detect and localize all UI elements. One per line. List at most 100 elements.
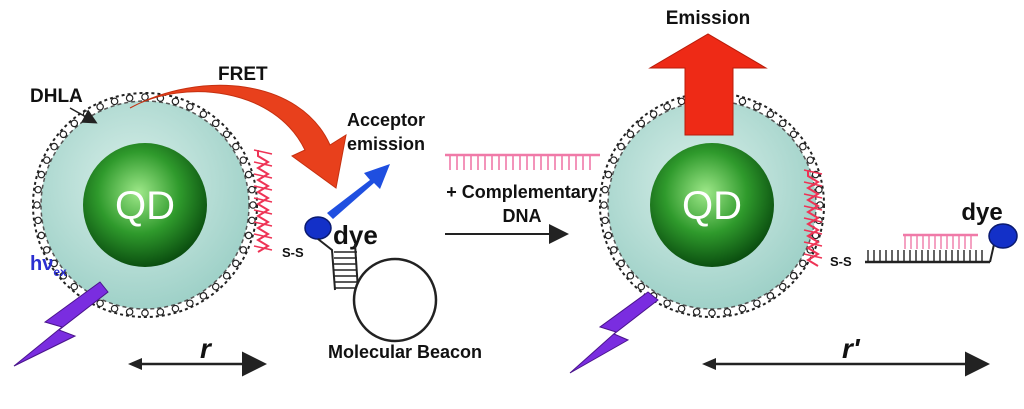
dhla-loop — [110, 304, 119, 313]
linker-tick — [253, 233, 273, 239]
right-red-linker — [803, 169, 823, 267]
dhla-loop — [815, 185, 823, 194]
beacon-stem-rungs — [334, 251, 357, 289]
linker-tick — [803, 205, 823, 211]
dhla-loop — [37, 170, 46, 179]
dhla-loop — [649, 110, 658, 118]
dhla-loop — [601, 185, 609, 194]
emission-label: Emission — [666, 8, 750, 29]
dhla-loop — [663, 102, 671, 111]
excitation-bolt-right — [569, 291, 659, 374]
dhla-loop — [244, 170, 253, 179]
dhla-loop — [96, 299, 104, 308]
linker-tick — [253, 197, 273, 203]
dhla-loop — [766, 292, 775, 300]
linker-tick — [253, 173, 273, 179]
linker-tick — [803, 253, 823, 259]
dye-right — [988, 223, 1018, 249]
right-qd-label: QD — [682, 184, 742, 228]
beacon-loop — [352, 257, 438, 343]
distance-arrow-left-head-start — [128, 358, 142, 370]
dhla-loop — [156, 308, 165, 316]
linker-tick — [253, 161, 273, 167]
dhla-loop — [34, 185, 42, 194]
left-dhla-loops — [33, 93, 257, 317]
dhla-loop — [211, 119, 220, 128]
left-qd-core — [83, 143, 207, 267]
dhla-loop — [70, 119, 79, 128]
dhla-loop — [806, 156, 815, 164]
dhla-label: DHLA — [30, 86, 83, 107]
dhla-loop — [753, 299, 761, 308]
acceptor-emission-label-2: emission — [347, 134, 425, 154]
dhla-loop — [248, 185, 256, 194]
dhla-loop — [677, 97, 686, 106]
acceptor-emission-arrow — [327, 164, 390, 219]
fret-label: FRET — [218, 64, 268, 85]
dhla-loop — [626, 271, 635, 280]
distance-arrow-right-head-start — [702, 358, 716, 370]
dhla-loop — [778, 282, 787, 291]
dhla-loop — [708, 309, 716, 317]
dhla-loop — [799, 142, 807, 151]
emission-arrow — [648, 33, 768, 136]
dhla-loop — [637, 119, 646, 128]
dye-label-right: dye — [961, 199, 1002, 226]
dhla-loop — [199, 292, 208, 300]
linker-tick — [803, 181, 823, 187]
dhla-loop — [70, 282, 79, 291]
dhla-loop — [239, 246, 248, 254]
dhla-loop — [171, 97, 180, 106]
right-dhla-coating — [599, 92, 825, 318]
complementary-dna-strand — [445, 153, 600, 170]
dhla-loop — [34, 216, 42, 225]
distance-label-left: r — [200, 333, 213, 364]
dhla-loop — [239, 156, 248, 164]
dhla-loop — [799, 259, 807, 268]
right-quantum-dot: QD — [599, 92, 825, 318]
dhla-loop — [789, 271, 798, 280]
dhla-loop — [601, 216, 609, 225]
molecular-beacon-label: Molecular Beacon — [328, 342, 482, 362]
acceptor-emission-label-1: Acceptor — [347, 110, 425, 130]
dhla-loop — [59, 271, 68, 280]
dhla-loop — [37, 231, 46, 240]
dhla-loop — [125, 308, 134, 316]
dhla-loop — [600, 201, 608, 209]
dhla-loop — [232, 259, 240, 268]
dhla-loop — [244, 231, 253, 240]
dhla-loop — [232, 142, 240, 151]
complementary-label-1: + Complementary — [446, 182, 598, 202]
excitation-bolt-left — [13, 281, 109, 367]
linker-tick — [253, 221, 273, 227]
dhla-loop — [141, 309, 149, 317]
dhla-loop — [609, 156, 618, 164]
dhla-loop — [604, 170, 613, 179]
dhla-loop — [738, 304, 747, 313]
dhla-loop — [186, 299, 194, 308]
linker-tick — [803, 241, 823, 247]
dhla-loop — [617, 259, 625, 268]
dhla-loop — [738, 97, 747, 106]
linker-tick — [803, 217, 823, 223]
dhla-loop — [125, 94, 134, 102]
fret-arrow — [129, 84, 347, 189]
dhla-loop — [789, 130, 798, 139]
dhla-loop — [171, 304, 180, 313]
linker-strand — [806, 170, 820, 267]
dhla-loop — [222, 271, 231, 280]
dhla-loop — [96, 102, 104, 111]
dhla-loop — [766, 110, 775, 118]
dhla-loop — [637, 282, 646, 291]
dhla-loop — [677, 304, 686, 313]
distance-label-right: r' — [842, 333, 861, 364]
dhla-loop — [723, 308, 732, 316]
dhla-loop — [778, 119, 787, 128]
left-qd-label: QD — [115, 184, 175, 228]
ss-label-right: S-S — [830, 254, 852, 269]
dhla-pointer-arrow — [69, 107, 98, 124]
linker-tick — [803, 229, 823, 235]
dhla-loop — [199, 110, 208, 118]
linker-tick — [803, 193, 823, 199]
dhla-loop — [604, 231, 613, 240]
